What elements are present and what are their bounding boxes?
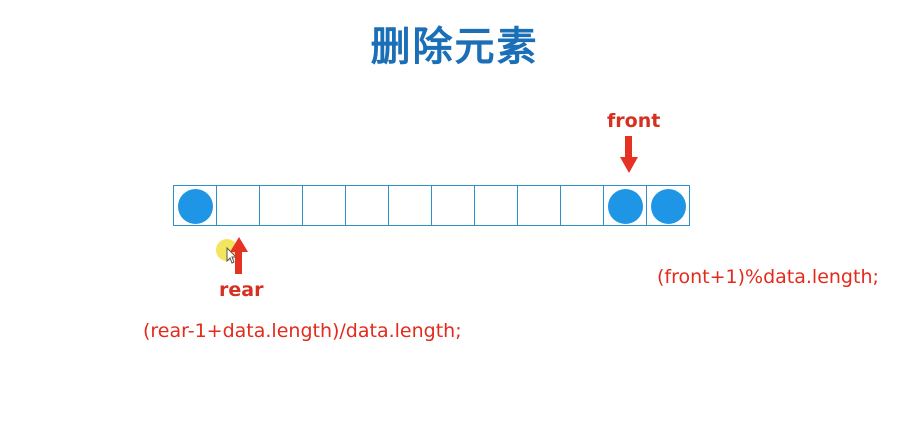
queue-cell — [647, 185, 690, 226]
front-formula: (front+1)%data.length; — [657, 266, 879, 288]
queue-cell — [346, 185, 389, 226]
queue-cell — [174, 185, 217, 226]
queue-cell — [389, 185, 432, 226]
queue-cell — [432, 185, 475, 226]
queue-element — [608, 189, 643, 224]
queue-cell — [604, 185, 647, 226]
queue-element — [651, 189, 686, 224]
rear-arrow-icon — [230, 237, 248, 274]
queue-element — [178, 189, 213, 224]
queue-cell — [217, 185, 260, 226]
queue-cell — [475, 185, 518, 226]
queue-cell — [561, 185, 604, 226]
queue-cell — [260, 185, 303, 226]
front-label: front — [607, 110, 661, 132]
queue-cell — [518, 185, 561, 226]
queue-array — [173, 185, 690, 226]
page-title: 删除元素 — [370, 24, 539, 70]
queue-cell — [303, 185, 346, 226]
front-arrow-icon — [620, 136, 638, 173]
rear-label: rear — [219, 279, 264, 301]
rear-formula: (rear-1+data.length)/data.length; — [143, 320, 462, 342]
